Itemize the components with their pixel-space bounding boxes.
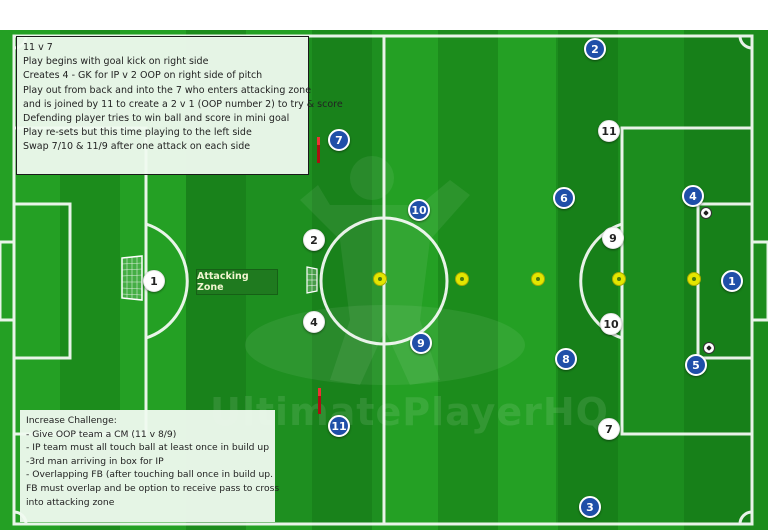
instructions-panel: 11 v 7 Play begins with goal kick on rig… (16, 36, 343, 175)
challenge-panel: Increase Challenge: - Give OOP team a CM… (20, 410, 280, 522)
challenge-line: into attacking zone (26, 496, 115, 508)
flag-pole-bottom (318, 388, 321, 414)
player-blue-1[interactable]: 1 (721, 270, 743, 292)
attacking-zone-label: Attacking Zone (196, 269, 278, 295)
player-white-1[interactable]: 1 (143, 270, 165, 292)
instruction-line: Play begins with goal kick on right side (23, 56, 209, 68)
player-blue-4[interactable]: 4 (682, 185, 704, 207)
instruction-line: Play re-sets but this time playing to th… (23, 127, 252, 139)
challenge-line: FB must overlap and be option to receive… (26, 482, 280, 494)
cone (612, 272, 626, 286)
instruction-line: Defending player tries to win ball and s… (23, 113, 290, 125)
ball-icon (703, 342, 715, 354)
flag-pole-top (317, 137, 320, 163)
player-blue-9[interactable]: 9 (410, 332, 432, 354)
player-blue-2[interactable]: 2 (584, 38, 606, 60)
player-white-7[interactable]: 7 (598, 418, 620, 440)
instruction-line: 11 v 7 (23, 42, 53, 53)
cone (531, 272, 545, 286)
instruction-line: Play out from back and into the 7 who en… (23, 84, 312, 96)
player-blue-8[interactable]: 8 (555, 348, 577, 370)
player-blue-7[interactable]: 7 (328, 129, 350, 151)
player-white-11[interactable]: 11 (598, 120, 620, 142)
player-white-9[interactable]: 9 (602, 227, 624, 249)
challenge-line: - Give OOP team a CM (11 v 8/9) (26, 428, 177, 440)
instruction-line: Swap 7/10 & 11/9 after one attack on eac… (23, 141, 251, 153)
mini-goal-icon (306, 266, 318, 294)
player-blue-10[interactable]: 10 (408, 199, 430, 221)
instruction-line: and is joined by 11 to create a 2 v 1 (O… (23, 98, 343, 110)
player-blue-6[interactable]: 6 (553, 187, 575, 209)
large-goal-icon (121, 255, 143, 301)
player-blue-3[interactable]: 3 (579, 496, 601, 518)
instruction-line: Creates 4 - GK for IP v 2 OOP on right s… (23, 70, 263, 82)
challenge-line: - IP team must all touch ball at least o… (26, 442, 270, 454)
player-white-4[interactable]: 4 (303, 311, 325, 333)
cone (455, 272, 469, 286)
watermark-text: UltimatePlayerHQ (210, 390, 609, 434)
player-blue-5[interactable]: 5 (685, 354, 707, 376)
player-blue-11[interactable]: 11 (328, 415, 350, 437)
player-white-2[interactable]: 2 (303, 229, 325, 251)
challenge-line: -3rd man arriving in box for IP (26, 455, 164, 467)
ball-icon (700, 207, 712, 219)
player-white-10[interactable]: 10 (600, 313, 622, 335)
cone (373, 272, 387, 286)
challenge-line: - Overlapping FB (after touching ball on… (26, 469, 274, 481)
cone (687, 272, 701, 286)
challenge-line: Increase Challenge: (26, 415, 117, 426)
